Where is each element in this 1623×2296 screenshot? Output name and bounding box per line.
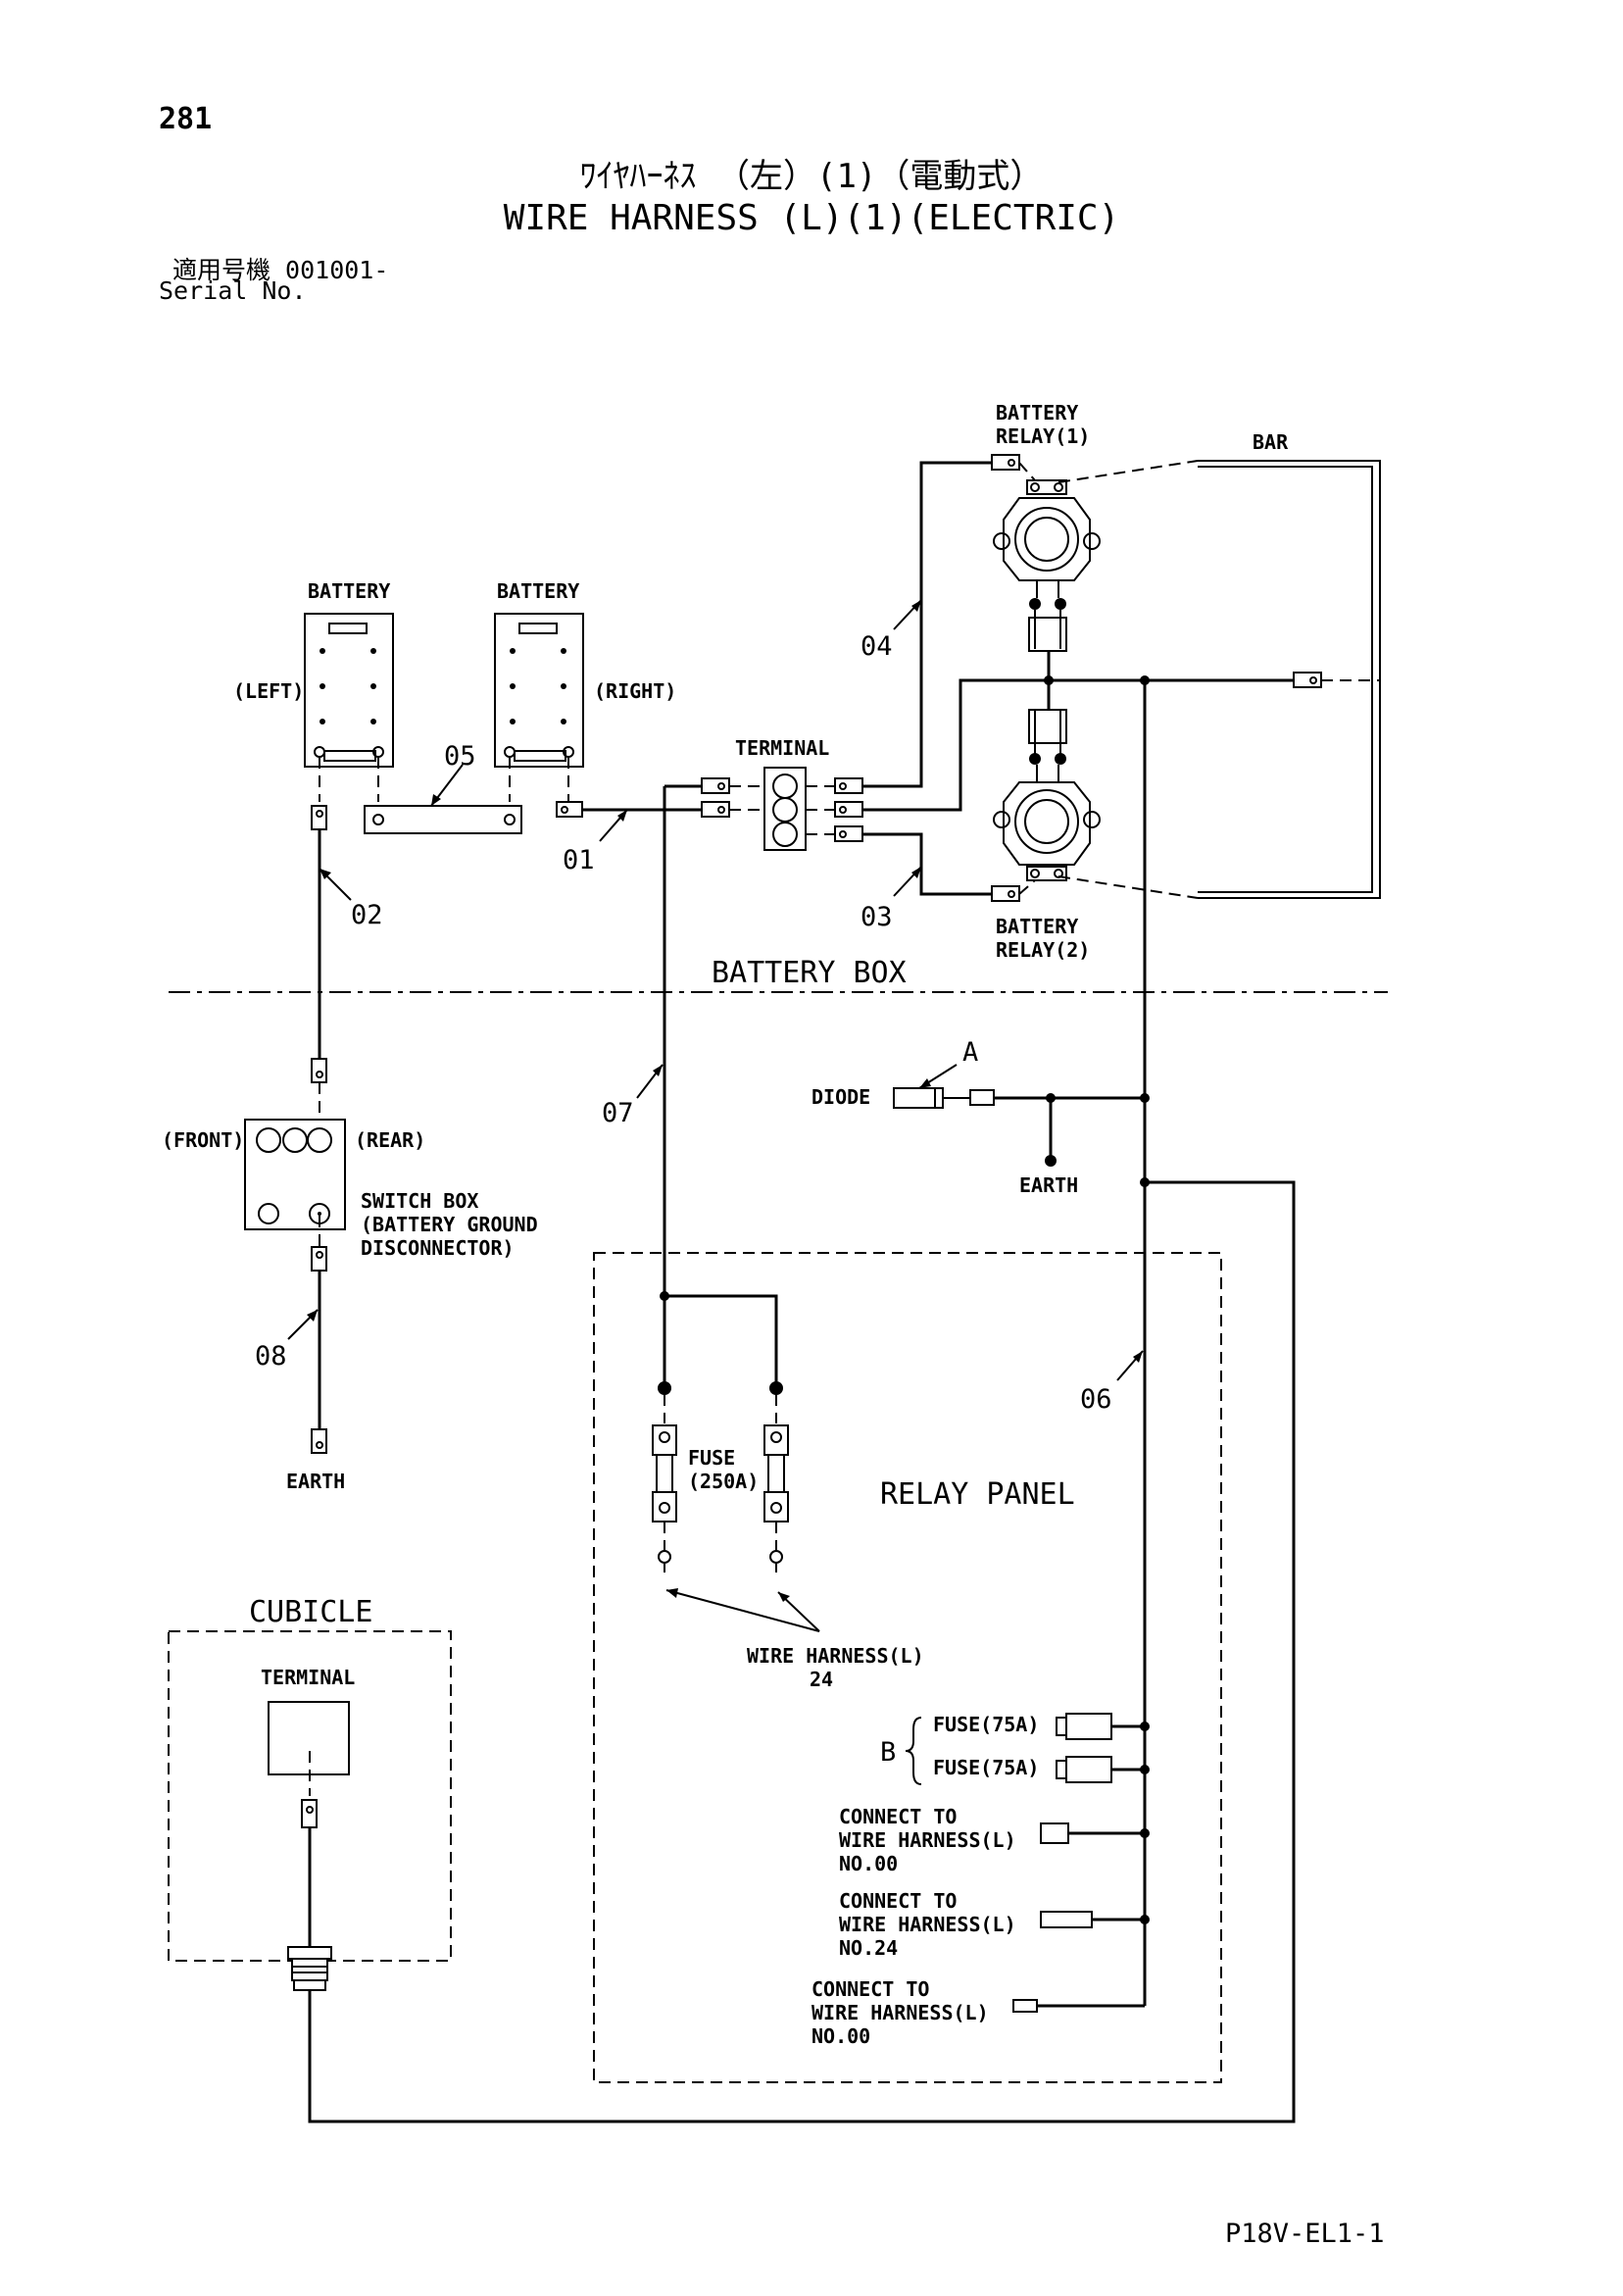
wire-harness-label-2: 24 bbox=[810, 1668, 833, 1691]
battery-relay-1-label-a: BATTERY bbox=[996, 401, 1078, 424]
callout-b: B bbox=[880, 1737, 896, 1768]
battery-right-side-label: (RIGHT) bbox=[594, 679, 676, 703]
connect-2-line-c: NO.24 bbox=[839, 1936, 898, 1960]
fuse-75a-label-1: FUSE(75A) bbox=[933, 1713, 1039, 1736]
switch-box-label-1: SWITCH BOX bbox=[361, 1189, 478, 1213]
connect-3-line-b: WIRE HARNESS(L) bbox=[812, 2001, 989, 2024]
cubicle-label: CUBICLE bbox=[249, 1595, 372, 1629]
bar bbox=[1198, 460, 1381, 899]
connect-2-line-b: WIRE HARNESS(L) bbox=[839, 1913, 1016, 1936]
battery-right-label: BATTERY bbox=[497, 579, 579, 603]
wire-05-link bbox=[364, 764, 522, 834]
connect-2-line-a: CONNECT TO bbox=[839, 1889, 957, 1913]
switch-box-label-3: DISCONNECTOR) bbox=[361, 1236, 515, 1260]
earth-diode-label: EARTH bbox=[1019, 1173, 1078, 1197]
relay-panel-boundary bbox=[593, 1252, 1222, 2083]
switch-front-label: (FRONT) bbox=[162, 1128, 244, 1152]
fuse-label-2: (250A) bbox=[688, 1470, 759, 1493]
wire-05-number: 05 bbox=[444, 741, 476, 772]
title-english: WIRE HARNESS (L)(1)(ELECTRIC) bbox=[503, 198, 1120, 238]
battery-left-side-label: (LEFT) bbox=[233, 679, 304, 703]
connector-1 bbox=[1040, 1822, 1069, 1844]
grommet bbox=[287, 1946, 332, 1991]
wire-03-number: 03 bbox=[861, 902, 893, 932]
fuse-75a-1 bbox=[1056, 1713, 1112, 1740]
connect-1-line-b: WIRE HARNESS(L) bbox=[839, 1828, 1016, 1852]
battery-relay-1 bbox=[993, 479, 1101, 652]
document-code: P18V-EL1-1 bbox=[1225, 2219, 1385, 2249]
terminal-block bbox=[763, 767, 807, 851]
fuse-75a-label-2: FUSE(75A) bbox=[933, 1756, 1039, 1779]
title-japanese: ﾜｲﾔﾊｰﾈｽ （左）(1)（電動式） bbox=[579, 157, 1044, 196]
fuse-75a-2 bbox=[1056, 1756, 1112, 1783]
connect-3-line-c: NO.00 bbox=[812, 2024, 870, 2048]
wire-harness-label-1: WIRE HARNESS(L) bbox=[747, 1644, 924, 1668]
switch-rear-label: (REAR) bbox=[355, 1128, 425, 1152]
battery-left bbox=[304, 613, 394, 768]
connect-1-line-a: CONNECT TO bbox=[839, 1805, 957, 1828]
battery-right bbox=[494, 613, 584, 768]
wire-07-number: 07 bbox=[602, 1098, 634, 1128]
switch-box-label-2: (BATTERY GROUND bbox=[361, 1213, 538, 1236]
bar-label: BAR bbox=[1253, 430, 1289, 454]
fuse-label-1: FUSE bbox=[688, 1446, 735, 1470]
diode bbox=[893, 1087, 995, 1109]
wire-08-number: 08 bbox=[255, 1341, 287, 1372]
wire-02-number: 02 bbox=[351, 900, 383, 930]
battery-box-label: BATTERY BOX bbox=[712, 956, 907, 990]
terminal-label: TERMINAL bbox=[735, 736, 829, 760]
cubicle-terminal bbox=[268, 1701, 350, 1775]
wire-04-number: 04 bbox=[861, 631, 893, 662]
diode-label: DIODE bbox=[812, 1085, 870, 1109]
callout-a: A bbox=[962, 1037, 978, 1068]
serial-label-english: Serial No. bbox=[159, 276, 307, 305]
page-number: 281 bbox=[159, 102, 213, 136]
battery-relay-2-label-a: BATTERY bbox=[996, 915, 1078, 938]
battery-left-label: BATTERY bbox=[308, 579, 390, 603]
wire-06-number: 06 bbox=[1080, 1384, 1112, 1415]
fuse-250a-right bbox=[763, 1394, 789, 1572]
connector-2 bbox=[1040, 1911, 1093, 1928]
relay-panel-label: RELAY PANEL bbox=[880, 1477, 1075, 1512]
cubicle-terminal-label: TERMINAL bbox=[261, 1666, 355, 1689]
fuse-250a-left bbox=[652, 1394, 677, 1572]
battery-relay-2 bbox=[993, 709, 1101, 881]
battery-relay-2-label-b: RELAY(2) bbox=[996, 938, 1090, 962]
wire-01-number: 01 bbox=[563, 845, 595, 875]
earth-bottom-label: EARTH bbox=[286, 1470, 345, 1493]
connector-3 bbox=[1012, 1999, 1038, 2013]
connect-3-line-a: CONNECT TO bbox=[812, 1977, 929, 2001]
battery-relay-1-label-b: RELAY(1) bbox=[996, 424, 1090, 448]
switch-box bbox=[244, 1119, 346, 1230]
serial-label-japanese: 適用号機 001001- bbox=[172, 256, 389, 284]
connect-1-line-c: NO.00 bbox=[839, 1852, 898, 1875]
